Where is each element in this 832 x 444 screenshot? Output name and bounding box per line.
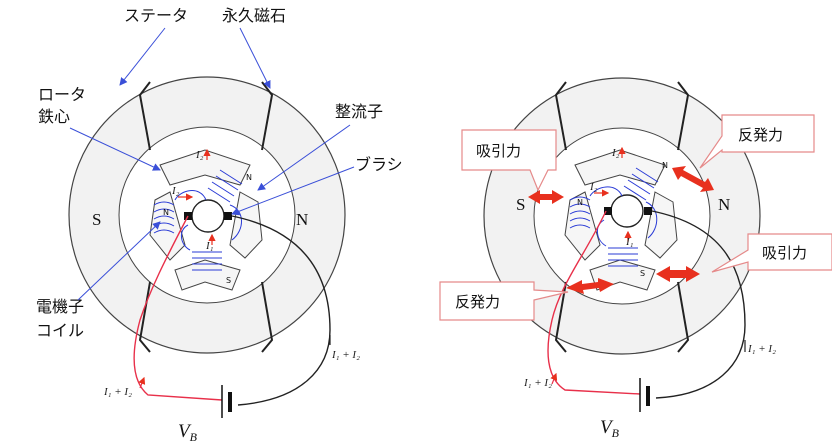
left-current-i2-top: I₂ (195, 149, 204, 161)
right-current-arrows (594, 146, 632, 242)
left-label-rotor-1: ロータ (38, 85, 86, 104)
callout-repel-top: 反発力 (699, 114, 815, 169)
left-pole-s: S (92, 210, 101, 229)
svg-text:反発力: 反発力 (738, 126, 783, 144)
right-voltage: VB (600, 417, 620, 440)
right-armature-coils (569, 167, 659, 267)
svg-text:吸引力: 吸引力 (762, 244, 807, 262)
left-label-armature-2: コイル (36, 321, 84, 340)
left-commutator (191, 199, 225, 233)
left-pole-n: N (296, 210, 308, 229)
callout-repel-bottom: 反発力 (439, 281, 569, 321)
left-rotor-pole-c: S (226, 276, 231, 285)
callout-attract-bottom: 吸引力 (711, 233, 832, 273)
left-label-magnet: 永久磁石 (222, 6, 286, 25)
right-commutator (610, 194, 644, 228)
right-pole-s: S (516, 195, 525, 214)
left-label-armature-1: 電機子 (36, 297, 84, 316)
right-force-arrows (528, 166, 714, 294)
left-rotor-core (149, 149, 263, 291)
right-current-i1: I₁ (625, 236, 634, 248)
left-armature-coils (153, 169, 243, 271)
left-brush-right (224, 212, 232, 220)
left-motor: S N N N S I₂ I₂ I₁ I₁ + I₂ I₁ + I₂ VB ステ… (36, 6, 403, 444)
right-current-sum-right: I₁ + I₂ (747, 343, 776, 355)
right-current-i2-top: I₂ (611, 147, 620, 159)
left-current-i2-mid: I₂ (171, 185, 180, 197)
right-rotor-pole-a: N (577, 198, 583, 207)
left-label-brush: ブラシ (355, 155, 403, 174)
right-pole-n: N (718, 195, 730, 214)
svg-text:吸引力: 吸引力 (476, 142, 521, 160)
left-rotor-pole-b: N (246, 173, 252, 182)
left-rotor-pole-a: N (163, 208, 169, 217)
right-current-sum-left: I₁ + I₂ (523, 377, 552, 389)
right-wire-black (651, 210, 746, 399)
left-label-stator: ステータ (124, 6, 188, 25)
left-wire-black (231, 215, 331, 406)
right-motor: S N N N S I₂ I₂ I₁ I₁ + I₂ I₁ + I₂ VB 吸引… (439, 77, 832, 440)
left-label-rotor-2: 鉄心 (38, 107, 70, 126)
left-current-sum-right: I₁ + I₂ (331, 349, 360, 361)
right-current-i2-mid: I₂ (589, 181, 598, 193)
left-current-sum-left: I₁ + I₂ (103, 386, 132, 398)
svg-text:反発力: 反発力 (455, 293, 500, 311)
right-rotor-pole-b: N (662, 161, 668, 170)
right-brush-right (644, 207, 652, 215)
right-magnet-separators (554, 81, 690, 353)
left-label-commutator: 整流子 (335, 102, 383, 121)
left-label-pointers (69, 27, 355, 301)
left-current-arrows (178, 148, 216, 245)
callout-attract-top: 吸引力 (461, 129, 557, 192)
right-rotor-pole-c: S (640, 269, 645, 278)
left-voltage: VB (178, 421, 198, 444)
right-brush-left (604, 207, 612, 215)
left-current-i1: I₁ (205, 240, 214, 252)
